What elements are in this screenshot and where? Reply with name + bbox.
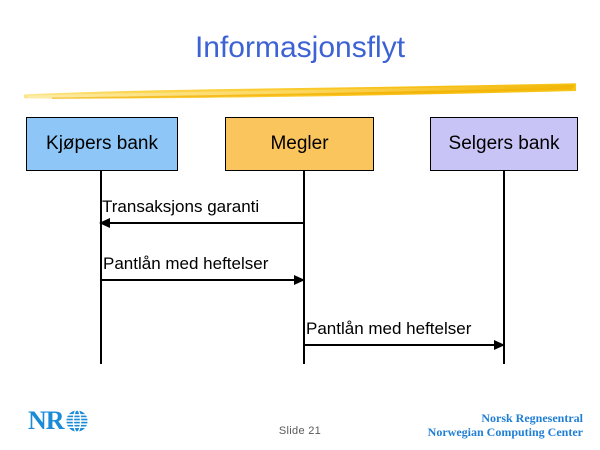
message-label: Pantlån med heftelser bbox=[103, 254, 269, 273]
diagram-node-buyer[interactable]: Kjøpers bank bbox=[26, 117, 178, 171]
diagram-node-broker[interactable]: Megler bbox=[225, 117, 374, 171]
node-label: Kjøpers bank bbox=[46, 133, 158, 154]
arrow-head-right-icon bbox=[494, 340, 505, 350]
nr-logo-text: NR bbox=[28, 406, 65, 435]
message-label: Pantlån med heftelser bbox=[306, 319, 472, 338]
org-name-no: Norsk Regnesentral bbox=[481, 411, 583, 425]
globe-icon bbox=[65, 409, 89, 433]
arrow-line bbox=[100, 222, 304, 224]
message-label: Transaksjons garanti bbox=[102, 197, 260, 216]
slide-number: Slide 21 bbox=[278, 425, 322, 437]
lifeline-buyer bbox=[100, 171, 102, 364]
node-label: Selgers bank bbox=[448, 133, 560, 154]
lifeline-broker bbox=[303, 171, 305, 364]
lifeline-seller bbox=[503, 171, 505, 364]
diagram-node-seller[interactable]: Selgers bank bbox=[430, 117, 578, 171]
node-label: Megler bbox=[270, 133, 329, 154]
organization-footer: Norsk Regnesentral Norwegian Computing C… bbox=[428, 411, 583, 439]
arrow-head-left-icon bbox=[99, 218, 110, 228]
brush-stroke-decoration bbox=[24, 83, 576, 99]
nr-logo: NR bbox=[28, 406, 89, 436]
arrow-line bbox=[101, 279, 304, 281]
arrow-line bbox=[304, 344, 504, 346]
org-name-en: Norwegian Computing Center bbox=[427, 425, 583, 439]
arrow-head-right-icon bbox=[294, 275, 305, 285]
page-title: Informasjonsflyt bbox=[194, 31, 406, 64]
